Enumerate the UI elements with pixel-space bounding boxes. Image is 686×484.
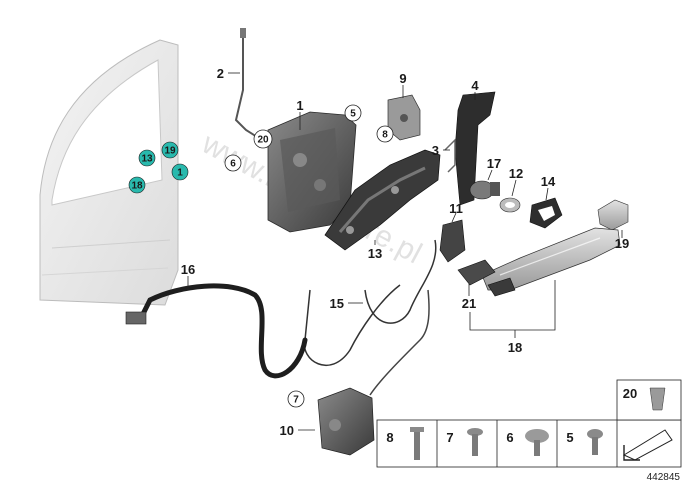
door-lock-part xyxy=(267,111,357,233)
handle-cap-part xyxy=(597,199,629,231)
small-part-5: 5 xyxy=(566,429,603,455)
small-part-8: 8 xyxy=(386,427,424,460)
label-5: 5 xyxy=(344,104,362,122)
svg-text:15: 15 xyxy=(330,296,344,311)
label-4: 4 xyxy=(471,78,479,100)
label-1: 1 xyxy=(296,98,304,130)
seal-ring-part xyxy=(499,197,521,213)
rod-part xyxy=(234,28,263,141)
svg-text:17: 17 xyxy=(487,156,501,171)
svg-text:21: 21 xyxy=(462,296,476,311)
wiring-harness-part xyxy=(125,283,308,379)
small-rod-part xyxy=(444,138,456,173)
door-illustration xyxy=(39,39,179,306)
svg-text:6: 6 xyxy=(230,159,236,170)
svg-text:13: 13 xyxy=(368,246,382,261)
small-part-7: 7 xyxy=(446,428,483,456)
svg-text:16: 16 xyxy=(181,262,195,277)
label-13: 13 xyxy=(368,240,382,261)
label-19: 19 xyxy=(615,230,629,251)
lock-cylinder-part xyxy=(469,180,500,200)
label-7: 7 xyxy=(287,390,305,408)
svg-text:18: 18 xyxy=(131,181,143,192)
svg-text:9: 9 xyxy=(399,71,406,86)
door-marker-19: 19 xyxy=(161,141,179,159)
door-marker-18: 18 xyxy=(128,176,146,194)
bracket-11-part xyxy=(439,219,466,263)
bracket-part xyxy=(387,94,421,141)
svg-text:10: 10 xyxy=(280,423,294,438)
svg-text:14: 14 xyxy=(541,174,556,189)
bowden-cable-part xyxy=(364,239,437,324)
svg-text:5: 5 xyxy=(350,109,356,120)
label-8: 8 xyxy=(376,125,394,143)
label-14: 14 xyxy=(541,174,556,201)
connector-cable-part xyxy=(303,284,401,366)
label-16: 16 xyxy=(181,262,195,290)
cover-part xyxy=(454,91,496,206)
svg-text:8: 8 xyxy=(382,130,388,141)
svg-text:5: 5 xyxy=(566,430,573,445)
svg-text:3: 3 xyxy=(432,143,439,158)
label-11: 11 xyxy=(449,201,463,223)
svg-text:2: 2 xyxy=(217,66,224,81)
lock-actuator-part xyxy=(317,387,375,456)
svg-text:12: 12 xyxy=(509,166,523,181)
svg-text:11: 11 xyxy=(449,201,463,216)
label-3: 3 xyxy=(432,143,450,158)
label-9: 9 xyxy=(399,71,407,98)
svg-text:4: 4 xyxy=(471,78,479,93)
svg-text:1: 1 xyxy=(177,168,183,179)
label-2: 2 xyxy=(217,66,240,81)
svg-text:8: 8 xyxy=(386,430,393,445)
svg-text:7: 7 xyxy=(446,430,453,445)
svg-text:19: 19 xyxy=(164,146,176,157)
svg-text:19: 19 xyxy=(615,236,629,251)
label-20: 20 xyxy=(253,129,273,149)
gasket-part xyxy=(529,197,563,229)
svg-text:7: 7 xyxy=(293,395,299,406)
label-21: 21 xyxy=(462,284,476,311)
diagram-number: 442845 xyxy=(647,472,681,483)
lock-cable-part xyxy=(369,289,430,396)
door-marker-1: 1 xyxy=(171,163,189,181)
svg-text:6: 6 xyxy=(506,430,513,445)
svg-text:13: 13 xyxy=(141,154,153,165)
handle-insert-part xyxy=(457,259,516,297)
label-18: 18 xyxy=(469,280,556,355)
small-part-6: 6 xyxy=(506,429,549,456)
svg-text:20: 20 xyxy=(623,386,637,401)
handle-carrier-part xyxy=(324,149,441,251)
svg-text:1: 1 xyxy=(296,98,303,113)
small-parts-table: 8 7 6 5 20 xyxy=(376,379,682,468)
svg-text:20: 20 xyxy=(257,135,269,146)
label-12: 12 xyxy=(509,166,523,197)
label-10: 10 xyxy=(280,423,315,438)
label-15: 15 xyxy=(330,296,363,311)
small-part-20: 20 xyxy=(623,386,666,411)
label-6: 6 xyxy=(224,154,242,172)
svg-text:18: 18 xyxy=(508,340,522,355)
assembly-direction-icon xyxy=(622,429,673,461)
door-marker-13: 13 xyxy=(138,149,156,167)
label-17: 17 xyxy=(487,156,501,181)
